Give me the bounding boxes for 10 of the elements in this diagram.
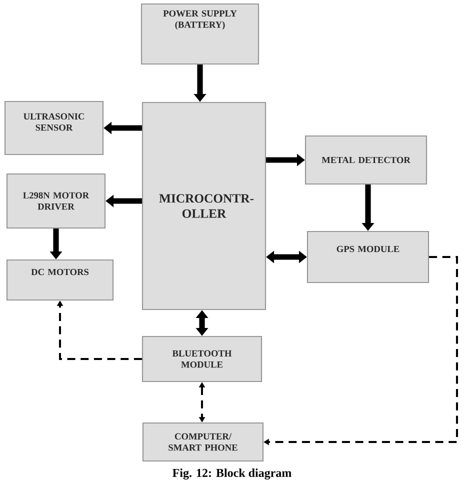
block-box: MICROCONTR-OLLER [142,102,266,310]
block-box: METAL DETECTOR [304,135,428,185]
block-box: BLUETOOTH MODULE [142,336,262,382]
block-box: COMPUTER/ SMART PHONE [142,422,264,462]
block-box: ULTRASONIC SENSOR [4,100,104,156]
block-box: L298N MOTOR DRIVER [6,173,106,229]
figure-caption: Fig. 12: Block diagram [172,468,292,480]
block-box: POWER SUPPLY (BATTERY) [140,3,260,65]
block-box: DC MOTORS [6,259,114,301]
block-box: GPS MODULE [306,230,430,284]
